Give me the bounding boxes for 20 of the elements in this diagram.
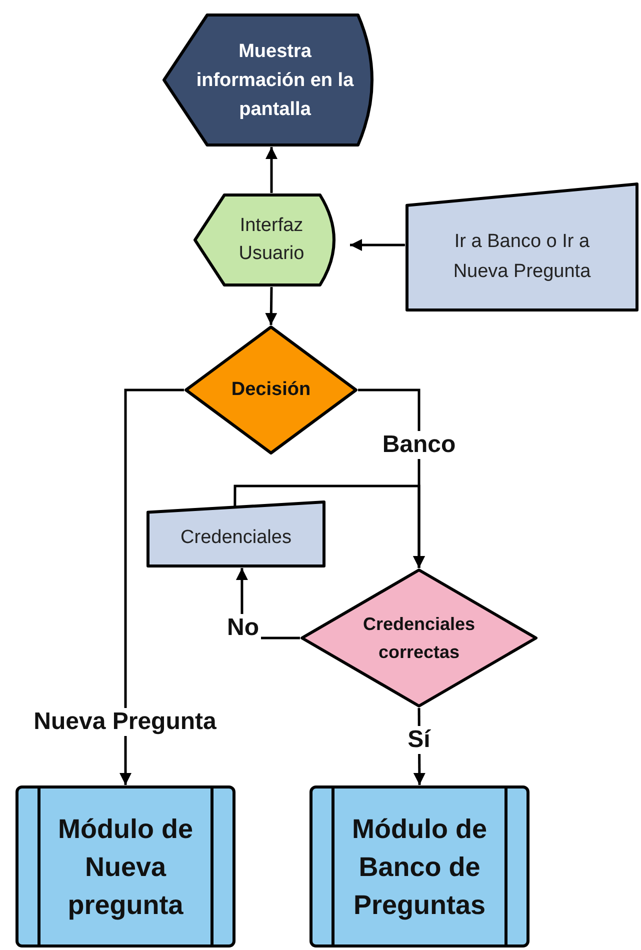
decision-diamond xyxy=(184,325,358,455)
connector-arrow xyxy=(234,484,425,568)
connector-arrow xyxy=(350,239,405,251)
decision-diamond xyxy=(300,568,538,708)
node-label: Credenciales xyxy=(180,526,292,550)
node-label: Decisión xyxy=(231,378,311,402)
connector-arrow xyxy=(265,286,278,326)
node-label: Ir a Banco o Ir a Nueva Pregunta xyxy=(452,230,592,284)
node-label: Interfaz Usuario xyxy=(238,214,306,266)
node-label: Módulo de Banco de Preguntas xyxy=(351,812,488,922)
edge-label: Sí xyxy=(406,726,432,754)
node-label: Credenciales correctas xyxy=(362,613,476,664)
predefined-process-box xyxy=(15,785,236,948)
node-label: Muestra información en la pantalla xyxy=(195,40,355,122)
manual-input-shape xyxy=(146,500,326,568)
manual-input-shape xyxy=(405,182,639,312)
node-label: Módulo de Nueva pregunta xyxy=(57,812,194,922)
connector-arrow xyxy=(266,147,278,193)
connector-arrow xyxy=(120,388,184,785)
predefined-process-box xyxy=(309,785,530,948)
